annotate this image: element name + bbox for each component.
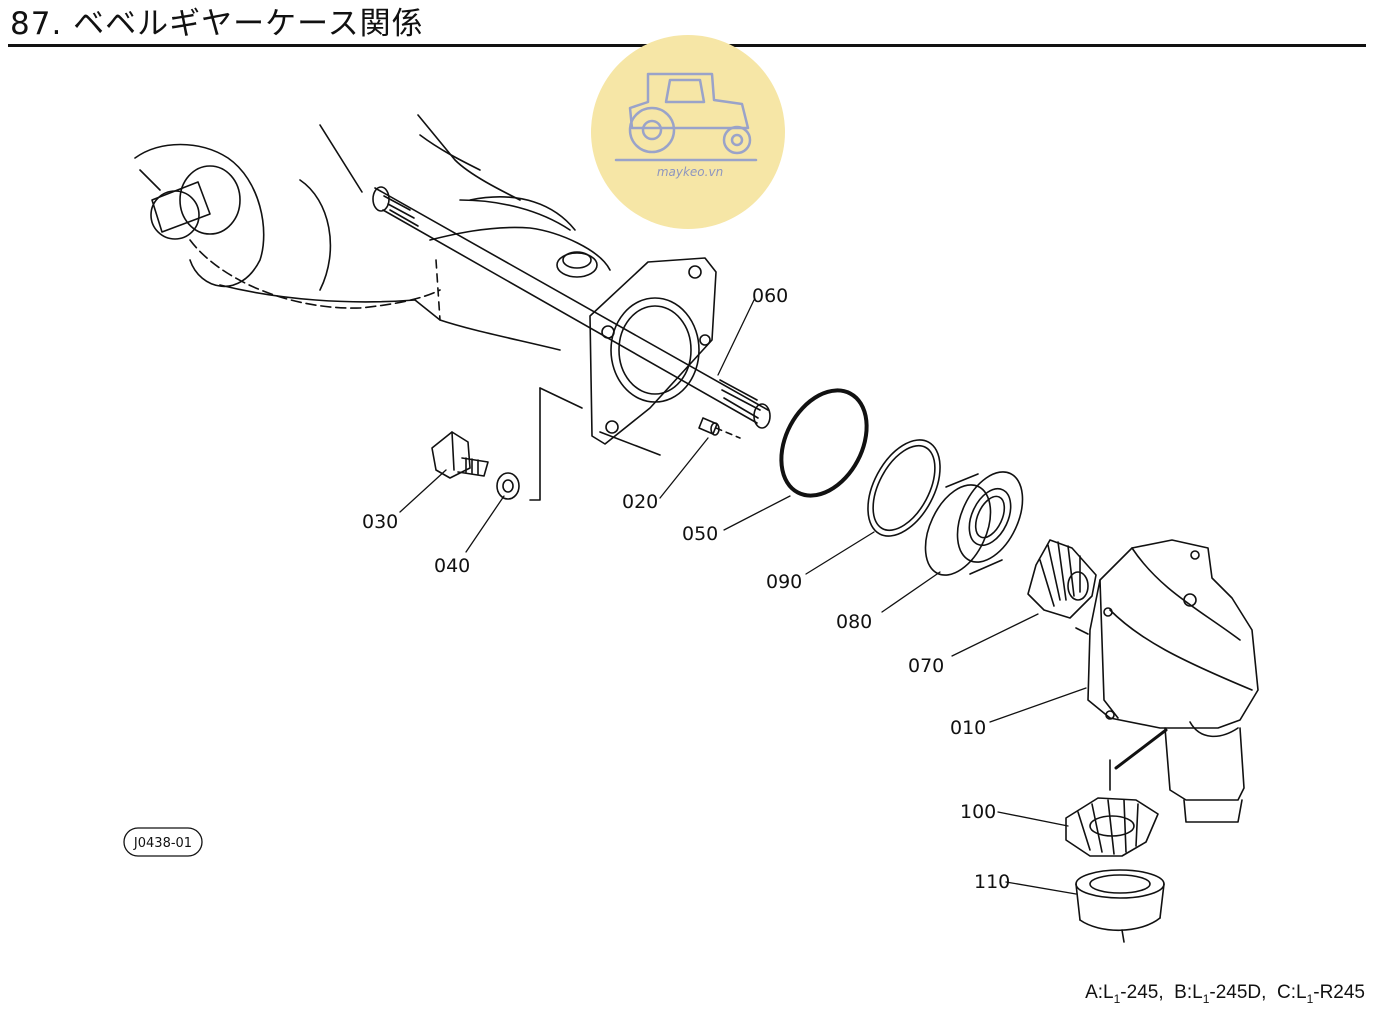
callout-080: 080 — [836, 611, 872, 633]
callout-050: 050 — [682, 523, 718, 545]
bevel-gear-070 — [1027, 539, 1097, 619]
model-b-sub: 1 — [1202, 991, 1210, 1006]
washer-040 — [496, 472, 520, 500]
callout-020: 020 — [622, 491, 658, 513]
model-b-prefix: B:L — [1174, 982, 1203, 1003]
tractor-icon — [614, 72, 758, 162]
bearing-080 — [924, 471, 1024, 576]
model-c-suffix: -R245 — [1313, 982, 1365, 1003]
part-callouts: 060 020 030 040 050 090 080 070 010 100 … — [362, 285, 1010, 893]
callout-090: 090 — [766, 571, 802, 593]
gear-case-010 — [1075, 539, 1259, 823]
callout-100: 100 — [960, 801, 996, 823]
model-applicability-footer: A:L1-245, B:L1-245D, C:L1-R245 — [1085, 982, 1365, 1006]
shaft-060 — [372, 186, 771, 429]
shim-090 — [867, 439, 941, 537]
bevel-gear-100 — [1065, 797, 1159, 857]
o-ring-050 — [779, 388, 869, 498]
model-a-prefix: A:L — [1085, 982, 1114, 1003]
callout-060: 060 — [752, 285, 788, 307]
watermark-text: maykeo.vn — [657, 165, 723, 179]
model-c-prefix: C:L — [1276, 982, 1307, 1003]
model-b-suffix: -245D, — [1209, 982, 1267, 1003]
bolt-030 — [431, 431, 489, 479]
bearing-110 — [1075, 869, 1165, 943]
pin-020 — [698, 417, 741, 439]
model-a-sub: 1 — [1113, 991, 1121, 1006]
callout-070: 070 — [908, 655, 944, 677]
drawing-id: J0438-01 — [133, 836, 192, 851]
model-c-sub: 1 — [1306, 991, 1314, 1006]
callout-040: 040 — [434, 555, 470, 577]
leader-lines — [399, 299, 1087, 895]
page-title: 87. ベベルギヤーケース関係 — [10, 6, 424, 42]
watermark-logo: maykeo.vn — [591, 35, 785, 229]
axle-housing — [134, 114, 611, 351]
model-a-suffix: -245, — [1120, 982, 1164, 1003]
drawing-id-badge: J0438-01 — [123, 827, 203, 857]
callout-030: 030 — [362, 511, 398, 533]
callout-110: 110 — [974, 871, 1010, 893]
flange-plate — [529, 257, 717, 501]
callout-010: 010 — [950, 717, 986, 739]
